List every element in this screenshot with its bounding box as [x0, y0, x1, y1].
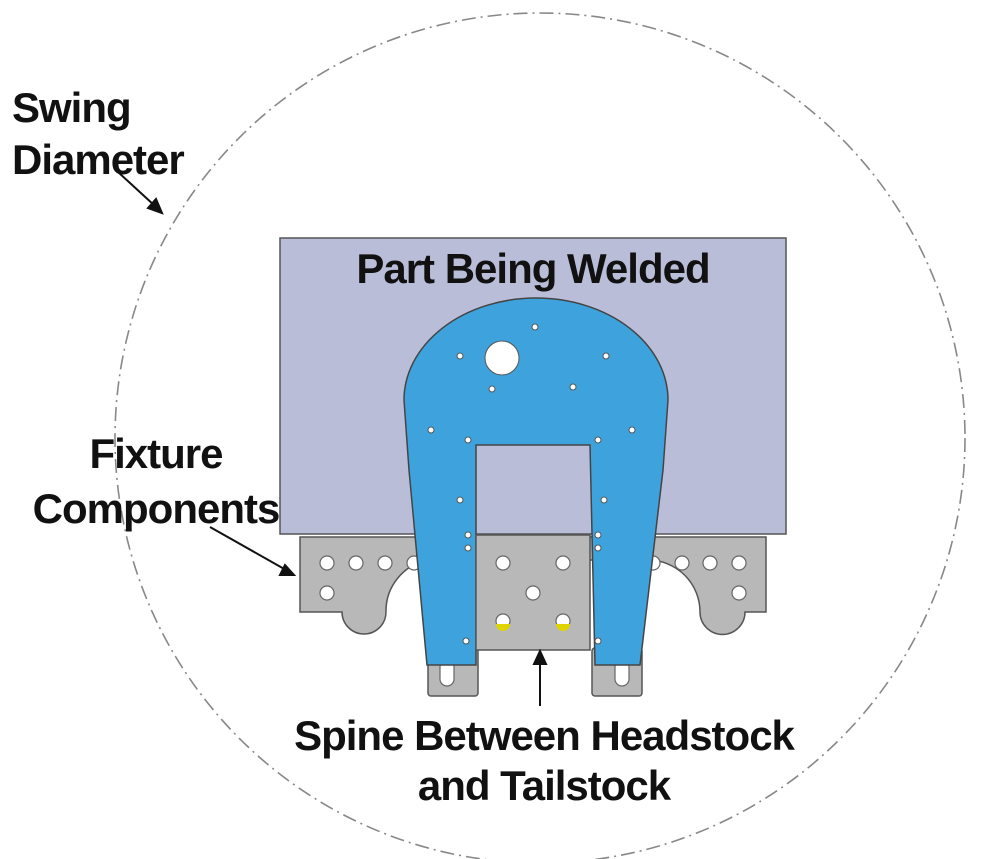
spine-hole-yellow-mark	[496, 624, 510, 631]
fixture-label-line1: Fixture	[89, 430, 222, 477]
swing-label-line1: Swing	[12, 84, 131, 131]
swing-arrow-head	[146, 197, 164, 215]
fixture-hole	[594, 544, 602, 552]
spine-label-line2: and Tailstock	[418, 762, 672, 809]
fixture-hole	[427, 426, 435, 434]
fixture-hole	[594, 637, 602, 645]
spine-hole	[495, 555, 511, 571]
fixture-hole	[464, 531, 472, 539]
swing-diameter-circle	[114, 12, 966, 859]
part-label: Part Being Welded	[356, 245, 709, 292]
fixture-hole	[531, 323, 539, 331]
base-hole	[377, 555, 393, 571]
spine-arrow-head	[532, 648, 548, 665]
swing-arrow-line	[117, 171, 156, 207]
fixture-hole	[602, 352, 610, 360]
fixture-hole	[569, 383, 577, 391]
base-hole	[731, 585, 747, 601]
base-hole	[702, 555, 718, 571]
spine-hole	[555, 555, 571, 571]
fixture-arrow-line	[209, 526, 287, 571]
fixture-label-line2: Components	[33, 485, 280, 532]
fixture-hole	[456, 496, 464, 504]
fixture-hole	[456, 352, 464, 360]
spine-hole	[525, 585, 541, 601]
base-hole	[674, 555, 690, 571]
base-hole	[319, 585, 335, 601]
blue-fixture-plate	[403, 297, 669, 666]
fixture-large-hole	[484, 340, 520, 376]
fixture-hole	[628, 426, 636, 434]
callout-arrows	[117, 171, 548, 706]
fixture-hole	[594, 436, 602, 444]
fixture-hole	[600, 496, 608, 504]
spine-label-line1: Spine Between Headstock	[294, 712, 795, 759]
base-hole	[319, 555, 335, 571]
base-hole	[731, 555, 747, 571]
fixture-hole	[488, 385, 496, 393]
spine-hole-yellow-mark	[556, 624, 570, 631]
fixture-hole	[462, 637, 470, 645]
fixture-hole	[594, 531, 602, 539]
fixture-arrow-head	[278, 563, 297, 576]
base-hole	[348, 555, 364, 571]
blue-fixture-holes	[427, 323, 636, 645]
fixture-hole	[464, 544, 472, 552]
swing-label-line2: Diameter	[12, 136, 184, 183]
fixture-hole	[464, 436, 472, 444]
